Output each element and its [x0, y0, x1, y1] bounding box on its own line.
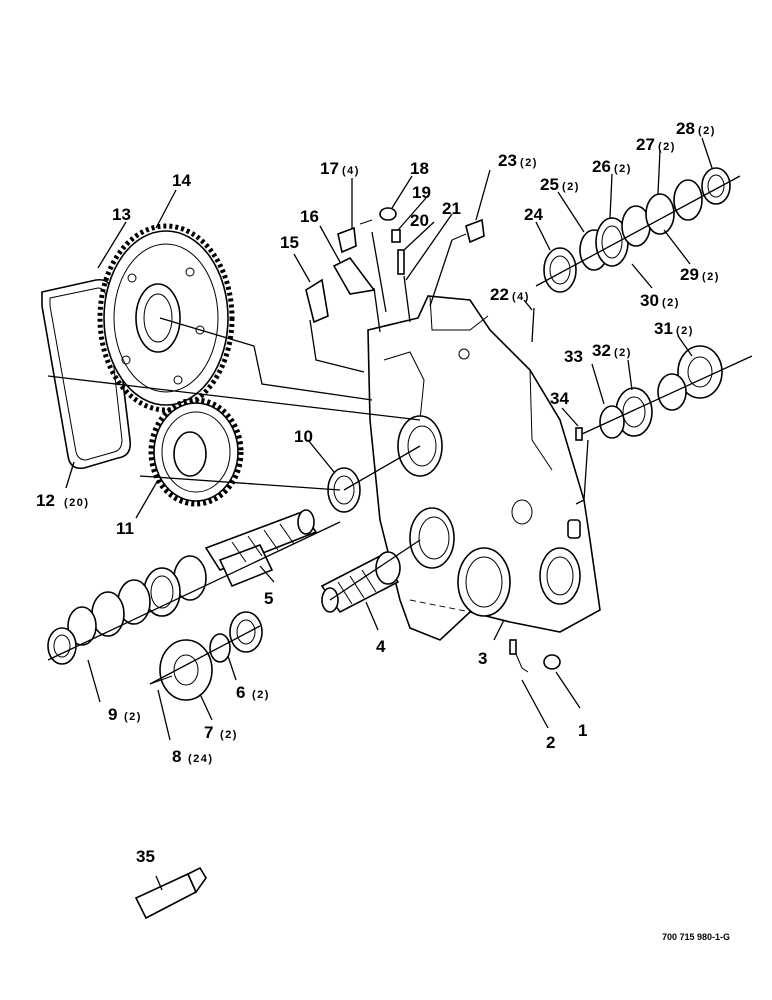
callout-11-number: 11 [116, 519, 134, 538]
callout-34-number: 34 [550, 389, 569, 408]
callout-17-number: 17 [320, 159, 339, 178]
callout-8-number: 8 [172, 747, 181, 766]
callout-2-number: 2 [546, 733, 555, 752]
callout-30-quantity: (2) [662, 297, 680, 309]
part-18-19-20-fittings [379, 207, 405, 275]
callout-12-quantity: (20) [64, 497, 90, 509]
callout-35-number: 35 [136, 847, 155, 866]
callout-labels: 1 2 3 4 5 6 (2) 7 (2) 8 (24) 9 (2) 10 11… [36, 119, 730, 942]
callout-20-number: 20 [410, 211, 429, 230]
callout-26-number: 26 [592, 157, 611, 176]
callout-9-number: 9 [108, 705, 117, 724]
part-35-sealant-tube [134, 866, 207, 920]
callout-31-number: 31 [654, 319, 673, 338]
callout-29-number: 29 [680, 265, 699, 284]
callout-23-quantity: (2) [520, 157, 538, 169]
part-11-small-gear [148, 397, 244, 507]
callout-9-quantity: (2) [124, 711, 142, 723]
callout-10-number: 10 [294, 427, 313, 446]
callout-5-number: 5 [264, 589, 273, 608]
callout-4-number: 4 [376, 637, 386, 656]
part-6-7-8-flange [149, 611, 263, 701]
callout-24-number: 24 [524, 205, 543, 224]
part-5-shaft [204, 509, 318, 588]
callout-12-number: 12 [36, 491, 55, 510]
part-upper-right-bearing-stack [543, 167, 731, 293]
callout-30-number: 30 [640, 291, 659, 310]
part-lower-right-bearing-stack [575, 345, 723, 441]
callout-25-quantity: (2) [562, 181, 580, 193]
part-17-clip [337, 219, 373, 254]
drawing-reference-number: 700 715 980-1-G [662, 932, 730, 942]
callout-8-quantity: (24) [188, 753, 214, 765]
callout-18-number: 18 [410, 159, 429, 178]
callout-25-number: 25 [540, 175, 559, 194]
callout-28-number: 28 [676, 119, 695, 138]
callout-7-number: 7 [204, 723, 213, 742]
part-4-pinion [320, 551, 401, 614]
callout-3-number: 3 [478, 649, 487, 668]
callout-19-number: 19 [412, 183, 431, 202]
callout-33-number: 33 [564, 347, 583, 366]
callout-6-quantity: (2) [252, 689, 270, 701]
callout-6-number: 6 [236, 683, 245, 702]
callout-26-quantity: (2) [614, 163, 632, 175]
callout-29-quantity: (2) [702, 271, 720, 283]
part-14-large-gear [97, 223, 235, 413]
callout-17-quantity: (4) [342, 165, 360, 177]
callout-28-quantity: (2) [698, 125, 716, 137]
callout-21-number: 21 [442, 199, 461, 218]
callout-13-number: 13 [112, 205, 131, 224]
callout-16-number: 16 [300, 207, 319, 226]
callout-14-number: 14 [172, 171, 191, 190]
callout-23-number: 23 [498, 151, 517, 170]
callout-22-quantity: (4) [512, 291, 530, 303]
callout-31-quantity: (2) [676, 325, 694, 337]
part-1-2-3-fittings [509, 639, 561, 673]
callout-27-quantity: (2) [658, 141, 676, 153]
callout-15-number: 15 [280, 233, 299, 252]
callout-1-number: 1 [578, 721, 587, 740]
callout-32-quantity: (2) [614, 347, 632, 359]
part-15-16-brackets [305, 256, 376, 324]
part-23-clip [451, 218, 485, 244]
callout-22-number: 22 [490, 285, 509, 304]
callout-27-number: 27 [636, 135, 655, 154]
callout-7-quantity: (2) [220, 729, 238, 741]
callout-32-number: 32 [592, 341, 611, 360]
leader-lines [47, 137, 753, 891]
